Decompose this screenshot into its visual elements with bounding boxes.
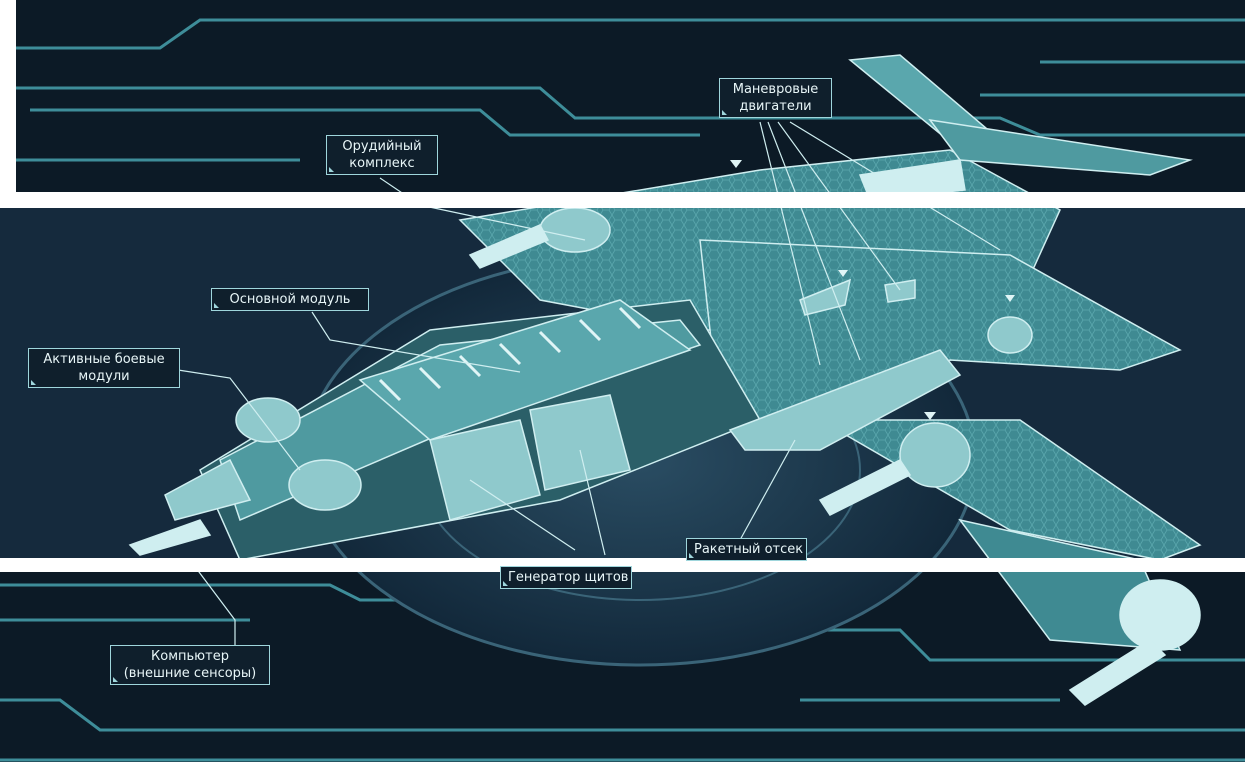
label-maneuver-engines: Маневровые двигатели: [719, 78, 832, 118]
label-active-combat-modules: Активные боевые модули: [28, 348, 180, 388]
markers: [730, 160, 1015, 420]
panel-edge-left-top: [0, 0, 16, 192]
label-weapon-complex: Орудийный комплекс: [326, 135, 438, 175]
panel-gap-bottom: [0, 558, 1255, 572]
label-missile-bay: Ракетный отсек: [686, 538, 807, 561]
label-shield-generator: Генератор щитов: [500, 566, 632, 589]
panel-gap-top: [0, 192, 1255, 208]
label-computer: Компьютер (внешние сенсоры): [110, 645, 270, 685]
label-main-module: Основной модуль: [211, 288, 369, 311]
panel-edge-bottom: [0, 762, 1255, 768]
main-module-ribs: [378, 306, 642, 402]
